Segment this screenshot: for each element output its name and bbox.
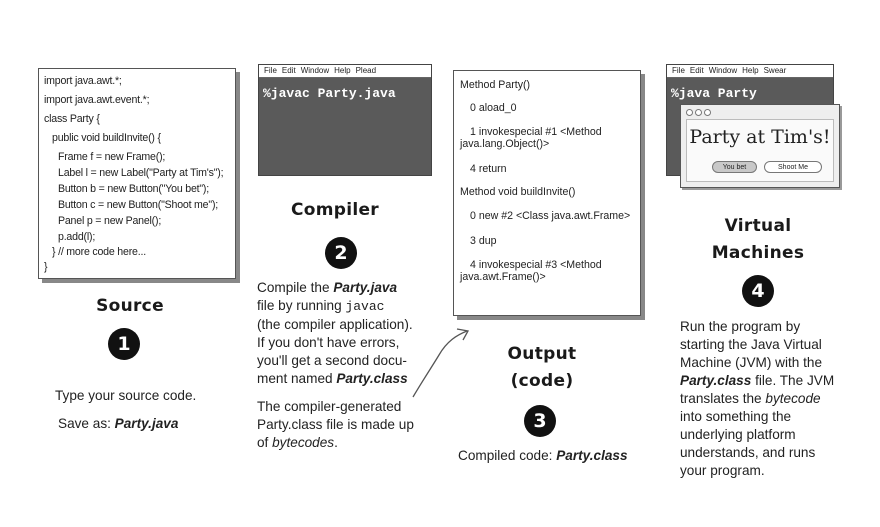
window-zoom-icon[interactable] bbox=[704, 109, 711, 116]
code-line: public void buildInvite() { bbox=[52, 132, 161, 144]
code-line: } // more code here... bbox=[52, 246, 146, 258]
source-code-box: import java.awt.*; import java.awt.event… bbox=[38, 68, 236, 279]
bytecode-line: 0 new #2 <Class java.awt.Frame> bbox=[470, 210, 631, 222]
code-line: Frame f = new Frame(); bbox=[58, 151, 166, 163]
menu-file[interactable]: File bbox=[264, 66, 277, 75]
java-command: %java Party bbox=[671, 86, 757, 101]
compiler-terminal: File Edit Window Help Plead %javac Party.jav… bbox=[258, 64, 432, 176]
text: If you don't have errors, bbox=[257, 335, 400, 350]
code-line: Panel p = new Panel(); bbox=[58, 215, 162, 227]
bytecode-line: 0 aload_0 bbox=[470, 102, 517, 114]
javac-command: %javac Party.java bbox=[263, 86, 396, 101]
menu-help[interactable]: Help bbox=[742, 66, 759, 75]
text: Compile the bbox=[257, 280, 334, 295]
code-line: Button c = new Button("Shoot me"); bbox=[58, 199, 219, 211]
source-filename: Party.java bbox=[114, 416, 179, 431]
step-2-badge: 2 bbox=[325, 237, 357, 269]
window-close-icon[interactable] bbox=[686, 109, 693, 116]
code-line: p.add(l); bbox=[58, 231, 96, 243]
bytecode-line: 3 dup bbox=[470, 235, 497, 247]
heading-line: Output bbox=[507, 344, 577, 364]
class-filename: Party.class bbox=[556, 448, 628, 463]
bytecodes-term: bytecodes bbox=[272, 435, 335, 450]
bytecode-line: java.awt.Frame()> bbox=[460, 271, 546, 283]
source-description: Type your source code. Save as: Party.ja… bbox=[55, 387, 196, 433]
text: ment named bbox=[257, 371, 337, 386]
vm-menubar: File Edit Window Help Swear bbox=[667, 65, 833, 78]
vm-description: Run the program by starting the Java Vir… bbox=[680, 318, 834, 480]
app-content: Party at Tim's! You bet Shoot Me bbox=[686, 119, 834, 182]
save-as-label: Save as: bbox=[58, 416, 115, 431]
code-line: Button b = new Button("You bet"); bbox=[58, 183, 210, 195]
vm-heading: Virtual Machines bbox=[703, 213, 813, 267]
text: (the compiler application). bbox=[257, 317, 413, 332]
text: The compiler-generated bbox=[257, 399, 402, 414]
compiler-description: Compile the Party.java file by running j… bbox=[257, 279, 437, 452]
heading-line: Machines bbox=[711, 243, 805, 263]
class-filename: Party.class bbox=[680, 373, 752, 388]
output-description: Compiled code: Party.class bbox=[458, 447, 628, 465]
party-label: Party at Tim's! bbox=[689, 126, 831, 148]
bytecode-line: Method Party() bbox=[460, 79, 531, 91]
curved-arrow-icon bbox=[412, 328, 470, 398]
menu-help[interactable]: Help bbox=[334, 66, 351, 75]
bytecode-line: java.lang.Object()> bbox=[460, 138, 550, 150]
step-3-badge: 3 bbox=[524, 405, 556, 437]
heading-line: Virtual bbox=[724, 216, 792, 236]
text: of bbox=[257, 435, 273, 450]
text: Machine (JVM) with the bbox=[680, 355, 823, 370]
text: you'll get a second docu- bbox=[257, 353, 407, 368]
text: your program. bbox=[680, 463, 765, 478]
text: file. The JVM bbox=[751, 373, 835, 388]
source-save-line: Save as: Party.java bbox=[58, 415, 196, 433]
text: Run the program by bbox=[680, 319, 801, 334]
you-bet-button[interactable]: You bet bbox=[712, 161, 757, 173]
step-1-badge: 1 bbox=[108, 328, 140, 360]
shoot-me-button[interactable]: Shoot Me bbox=[764, 161, 822, 173]
output-heading: Output (code) bbox=[487, 341, 597, 395]
menu-edit[interactable]: Edit bbox=[281, 66, 296, 75]
menu-swear[interactable]: Swear bbox=[763, 66, 787, 75]
menu-plead[interactable]: Plead bbox=[355, 66, 377, 75]
menu-window[interactable]: Window bbox=[708, 66, 738, 75]
text: starting the Java Virtual bbox=[680, 337, 822, 352]
code-line: import java.awt.*; bbox=[44, 75, 122, 87]
menu-window[interactable]: Window bbox=[300, 66, 330, 75]
source-heading: Source bbox=[96, 296, 164, 316]
text: file by running bbox=[257, 298, 346, 313]
bytecode-line: 1 invokespecial #1 <Method bbox=[470, 126, 602, 138]
bytecode-term: bytecode bbox=[765, 391, 821, 406]
javac-keyword: javac bbox=[345, 299, 385, 314]
text: . bbox=[334, 435, 338, 450]
step-4-badge: 4 bbox=[742, 275, 774, 307]
window-minimize-icon[interactable] bbox=[695, 109, 702, 116]
bytecode-line: 4 return bbox=[470, 163, 507, 175]
source-desc-line: Type your source code. bbox=[55, 388, 197, 403]
code-line: Label l = new Label("Party at Tim's"); bbox=[58, 167, 224, 179]
text: Compiled code: bbox=[458, 448, 557, 463]
menu-edit[interactable]: Edit bbox=[689, 66, 704, 75]
text: underlying platform bbox=[680, 427, 796, 442]
code-line: import java.awt.event.*; bbox=[44, 94, 150, 106]
text: translates the bbox=[680, 391, 766, 406]
bytecode-box: Method Party() 0 aload_0 1 invokespecial… bbox=[453, 70, 641, 316]
text: understands, and runs bbox=[680, 445, 816, 460]
text: Party.class file is made up bbox=[257, 417, 414, 432]
text: into something the bbox=[680, 409, 792, 424]
compiler-menubar: File Edit Window Help Plead bbox=[259, 65, 431, 78]
heading-line: (code) bbox=[510, 371, 574, 391]
menu-file[interactable]: File bbox=[672, 66, 685, 75]
bytecode-line: Method void buildInvite() bbox=[460, 186, 576, 198]
code-line: } bbox=[44, 261, 48, 273]
party-app-window: Party at Tim's! You bet Shoot Me bbox=[680, 104, 840, 188]
source-filename: Party.java bbox=[333, 280, 398, 295]
class-filename: Party.class bbox=[336, 371, 408, 386]
bytecode-line: 4 invokespecial #3 <Method bbox=[470, 259, 602, 271]
code-line: class Party { bbox=[44, 113, 100, 125]
compiler-heading: Compiler bbox=[290, 200, 379, 220]
